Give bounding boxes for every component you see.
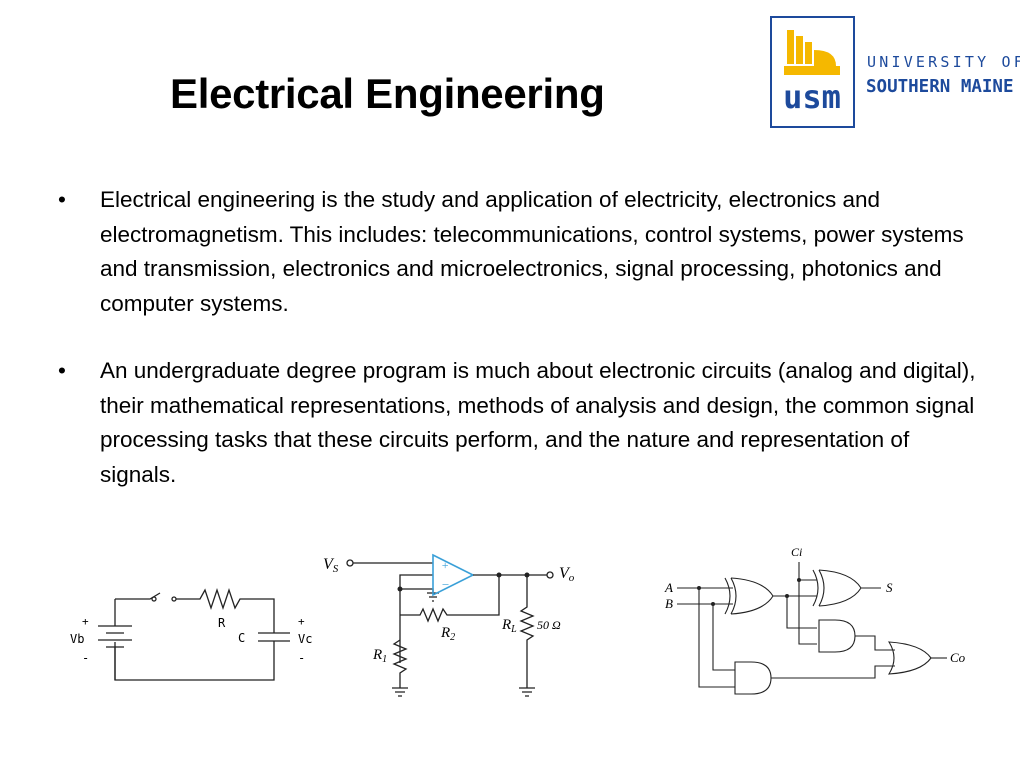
rl-value: 50 Ω <box>537 618 561 632</box>
vb-label: Vb <box>70 632 84 646</box>
bullet-list: • Electrical engineering is the study and… <box>58 183 978 525</box>
r1-label: R1 <box>372 647 387 665</box>
logo-line-2: SOUTHERN MAINE <box>866 77 1014 97</box>
logo-line-1: UNIVERSITY OF <box>867 53 1020 71</box>
vb-plus: + <box>82 615 89 628</box>
carry-out-label: Co <box>950 650 966 665</box>
opamp-triangle <box>432 553 475 597</box>
input-a-label: A <box>664 580 673 595</box>
opamp-plus: + <box>441 558 449 572</box>
usm-mark: usm <box>783 78 841 116</box>
carry-in-label: Ci <box>791 545 802 559</box>
bullet-text: Electrical engineering is the study and … <box>100 187 964 316</box>
vc-minus: - <box>298 651 305 665</box>
opamp-circuit-diagram: + − VS Vo R2 RL 50 Ω R1 <box>323 553 575 697</box>
bullet-text: An undergraduate degree program is much … <box>100 358 976 487</box>
vc-label: Vc <box>298 632 312 646</box>
vs-label: VS <box>323 556 339 575</box>
slide-title: Electrical Engineering <box>170 70 605 117</box>
bullet-marker: • <box>58 358 66 383</box>
resistor-label: R <box>218 616 226 630</box>
r2-label: R2 <box>440 625 455 643</box>
sum-label: S <box>886 580 893 595</box>
vo-label: Vo <box>559 565 575 584</box>
opamp-minus: − <box>441 577 450 592</box>
rc-circuit-diagram: R C + Vb - + Vc - <box>70 587 312 681</box>
vb-minus: - <box>82 651 89 665</box>
vc-plus: + <box>298 615 305 628</box>
rl-label: RL <box>501 617 517 635</box>
bullet-item: • Electrical engineering is the study and… <box>58 183 978 321</box>
usm-logo: usm UNIVERSITY OF SOUTHERN MAINE <box>770 16 1020 128</box>
bullet-marker: • <box>58 187 66 212</box>
lighthouse-icon <box>784 30 840 75</box>
full-adder-diagram: A B Ci S Co <box>664 545 966 695</box>
capacitor-label: C <box>238 631 245 645</box>
input-b-label: B <box>665 596 673 611</box>
bullet-item: • An undergraduate degree program is much… <box>58 354 978 492</box>
